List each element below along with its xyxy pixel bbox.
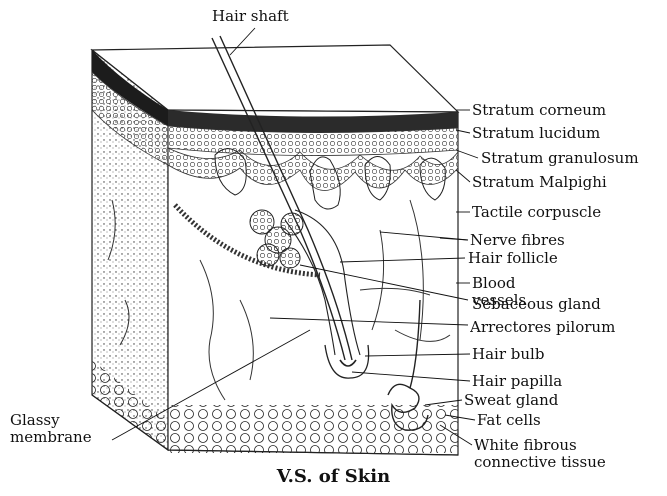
label-stratum-lucidum: Stratum lucidum [472, 125, 600, 142]
label-hair-shaft: Hair shaft [212, 8, 289, 25]
label-sebaceous-gland: Sebaceous gland [472, 296, 601, 313]
label-stratum-corneum: Stratum corneum [472, 102, 606, 119]
label-glassy-membrane: Glassy membrane [10, 412, 100, 446]
label-stratum-granulosum: Stratum granulosum [481, 150, 639, 167]
label-arrectores-pilorum: Arrectores pilorum muscle [470, 319, 660, 336]
label-fat-cells: Fat cells [477, 412, 541, 429]
label-hair-papilla: Hair papilla [472, 373, 562, 390]
fat-layer [168, 405, 458, 453]
label-stratum-malpighi: Stratum Malpighi [472, 174, 607, 191]
figure-caption: V.S. of Skin [0, 466, 667, 487]
label-sweat-gland: Sweat gland [464, 392, 558, 409]
label-hair-bulb: Hair bulb [472, 346, 544, 363]
label-tactile-corpuscle: Tactile corpuscle [472, 204, 601, 221]
label-hair-follicle: Hair follicle [468, 250, 558, 267]
label-nerve-fibres: Nerve fibres [470, 232, 565, 249]
